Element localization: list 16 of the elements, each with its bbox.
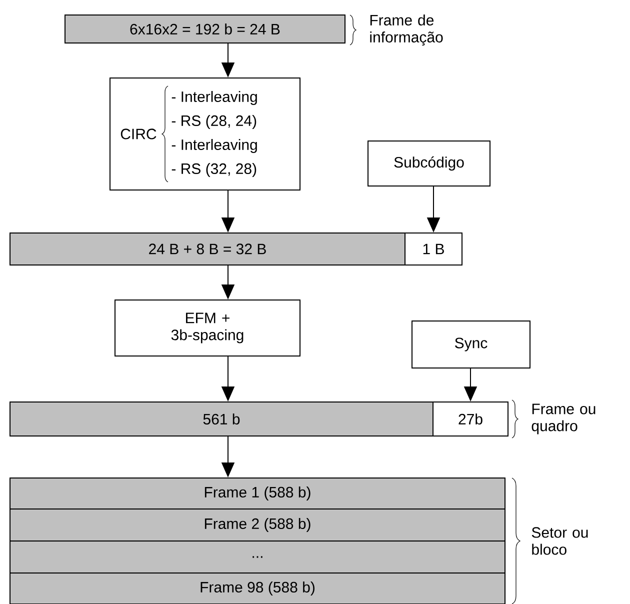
process-box: Subcódigo — [368, 140, 490, 186]
side-label: Frame ou quadro — [532, 404, 596, 434]
frame-box: 561 b — [10, 402, 434, 436]
process-box: EFM + 3b-spacing — [114, 300, 300, 356]
frame-box: Frame 98 (588 b) — [10, 572, 506, 604]
process-box: 1 B — [404, 232, 462, 266]
process-box: Sync — [412, 320, 530, 368]
side-label: Setor ou bloco — [532, 527, 588, 555]
frame-box: ... — [10, 540, 506, 574]
frame-box: Frame 2 (588 b) — [10, 508, 506, 542]
frame-box: 6x16x2 = 192 b = 24 B — [64, 14, 346, 44]
frame-box: Frame 1 (588 b) — [10, 478, 506, 510]
frame-box: 24 B + 8 B = 32 B — [10, 232, 406, 266]
process-box: CIRC - Interleaving - RS (28, 24) - Interleaving - RS (32, 28) — [110, 78, 300, 190]
side-label: Frame de informação — [370, 14, 443, 46]
process-box: 27b — [432, 402, 508, 436]
